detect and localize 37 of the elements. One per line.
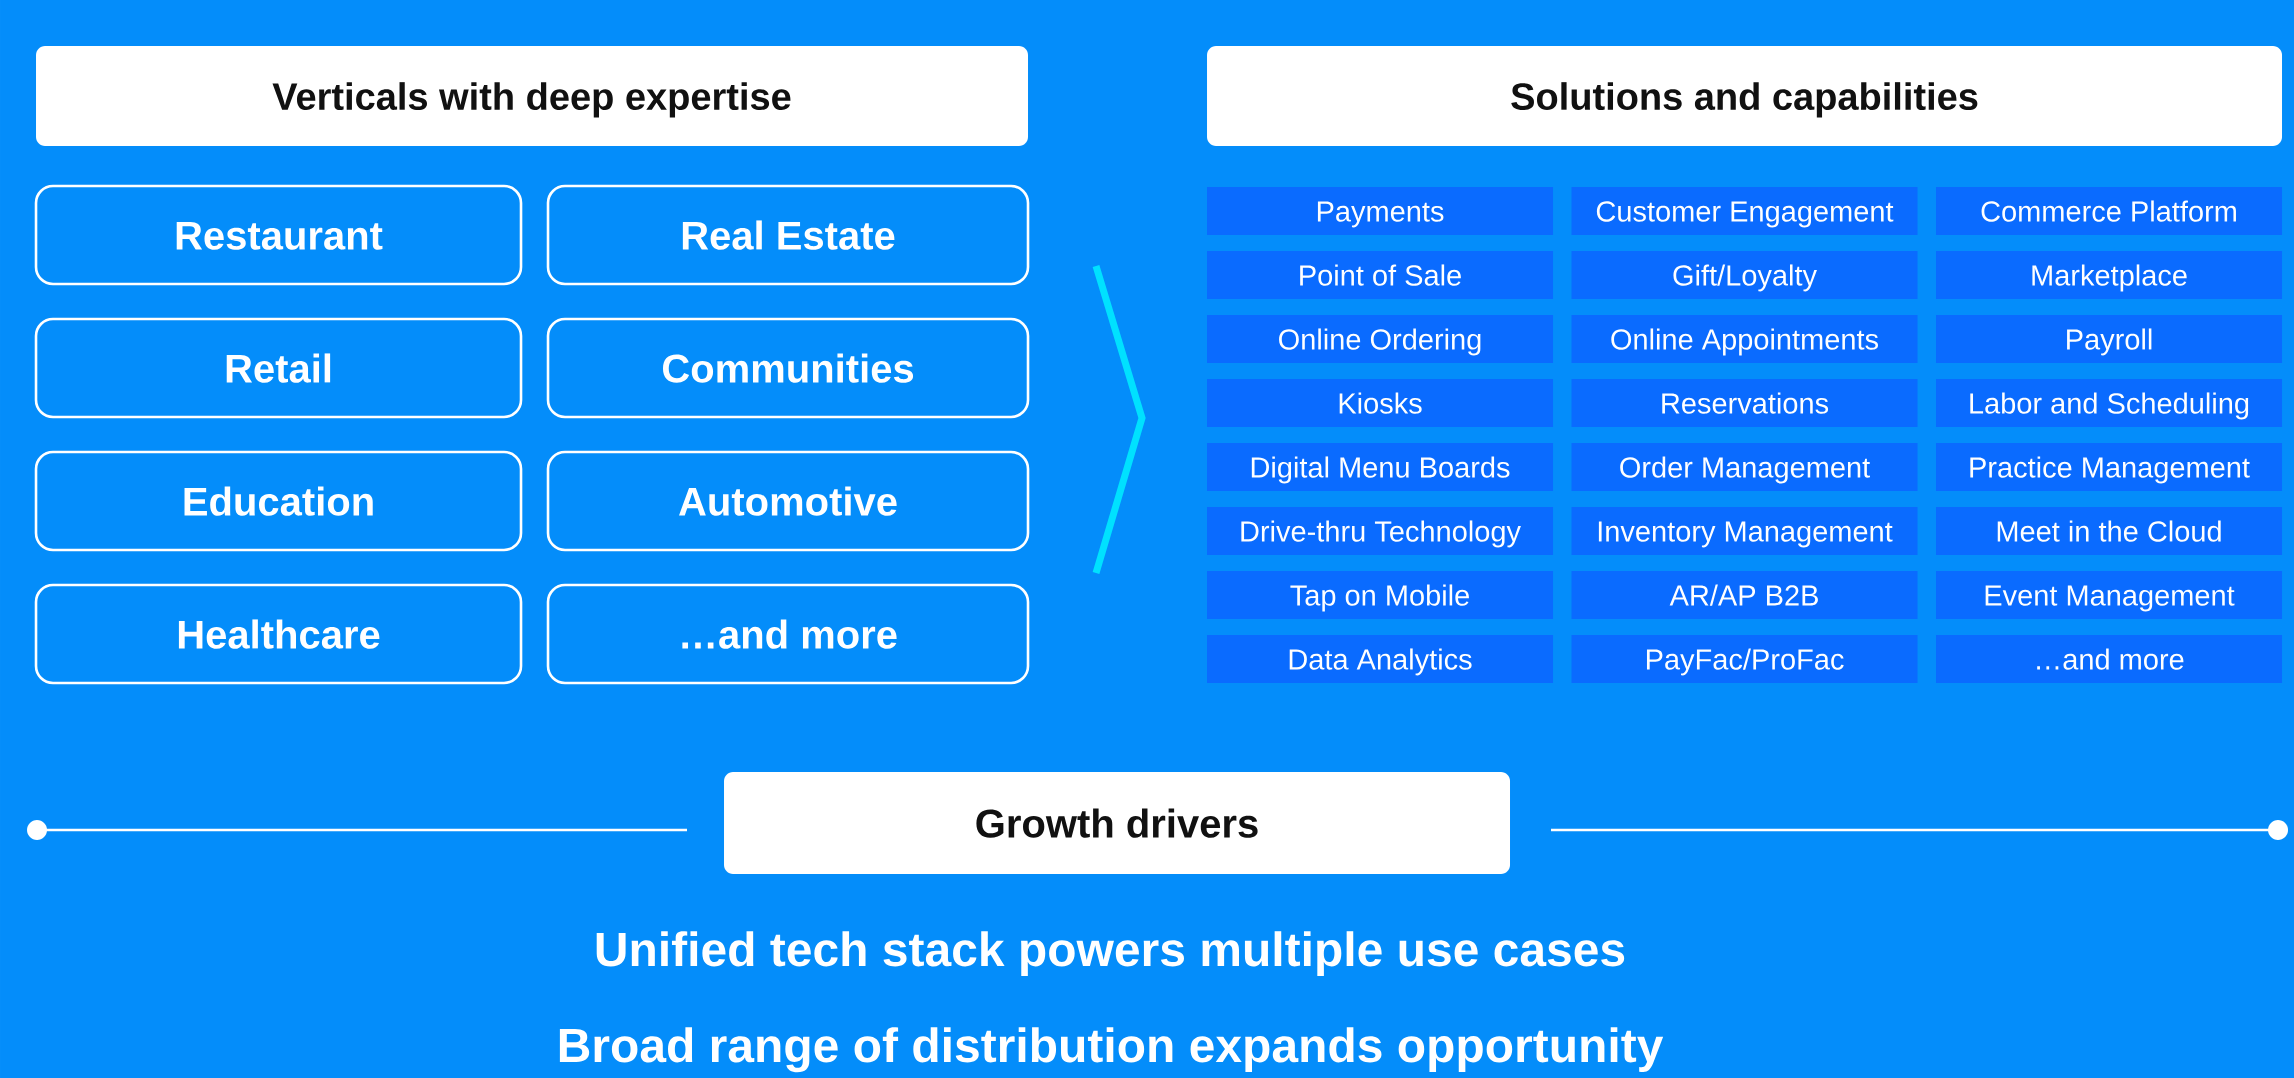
heading-box: Verticals with deep expertise: [36, 46, 1028, 146]
statement-text: Unified tech stack powers multiple use cases: [596, 931, 1625, 976]
capability-cell: AR/AP B2B: [1571, 571, 1918, 619]
category-box: Education: [34, 450, 523, 552]
capability-cell: Payments: [1207, 187, 1553, 235]
capability-cell: Marketplace: [1936, 251, 2282, 299]
capability-cell: Practice Management: [1936, 443, 2282, 491]
capability-cell: Digital Menu Boards: [1207, 443, 1553, 491]
category-box: Communities: [546, 317, 1030, 419]
statement-text: Broad range of distribution expands opportunity: [559, 1027, 1664, 1073]
capability-cell: Kiosks: [1207, 379, 1553, 427]
category-box: Retail: [34, 317, 523, 419]
capability-cell: Gift/Loyalty: [1571, 251, 1918, 299]
capability-cell: Online Ordering: [1207, 315, 1553, 363]
capability-cell: PayFac/ProFac: [1571, 635, 1918, 683]
capability-cell: Data Analytics: [1207, 635, 1553, 683]
capability-cell: Customer Engagement: [1571, 187, 1918, 235]
capability-cell: Order Management: [1571, 443, 1918, 491]
capability-cell: Drive-thru Technology: [1207, 507, 1553, 555]
capability-cell: Point of Sale: [1207, 251, 1553, 299]
heading-box: Solutions and capabilities: [1207, 46, 2282, 146]
category-box: …and more: [546, 583, 1030, 685]
capability-cell: Event Management: [1936, 571, 2282, 619]
category-box: Real Estate: [546, 184, 1030, 286]
capability-cell: …and more: [1936, 635, 2282, 683]
category-box: Automotive: [546, 450, 1030, 552]
capability-cell: Online Appointments: [1571, 315, 1918, 363]
heading-box: Growth drivers: [724, 772, 1510, 874]
capability-cell: Reservations: [1571, 379, 1918, 427]
capability-cell: Inventory Management: [1571, 507, 1918, 555]
capability-cell: Meet in the Cloud: [1936, 507, 2282, 555]
capability-cell: Tap on Mobile: [1207, 571, 1553, 619]
capability-cell: Labor and Scheduling: [1936, 379, 2282, 427]
category-box: Restaurant: [34, 184, 523, 286]
category-box: Healthcare: [34, 583, 523, 685]
capability-cell: Commerce Platform: [1936, 187, 2282, 235]
capability-cell: Payroll: [1936, 315, 2282, 363]
